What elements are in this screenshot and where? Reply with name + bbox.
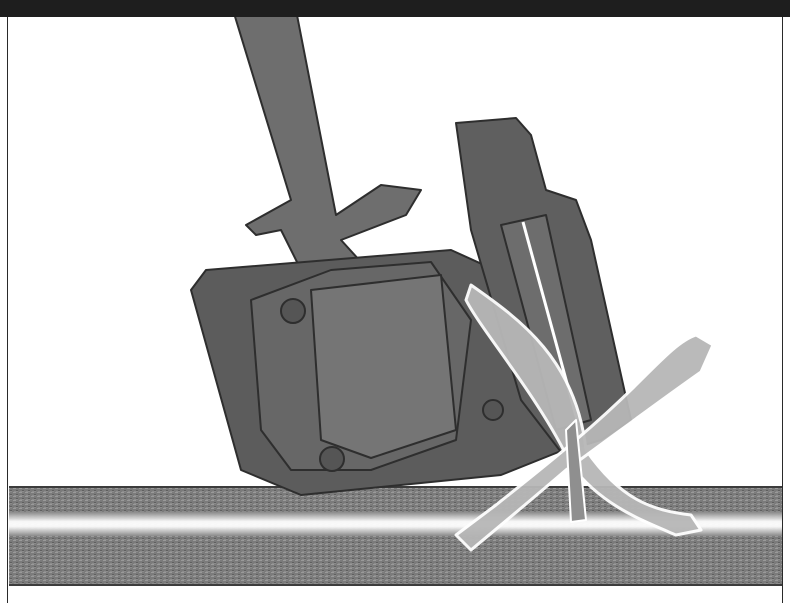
workpiece-board (9, 487, 783, 585)
tool-illustration (8, 17, 783, 603)
frame-top-bar (0, 0, 790, 17)
illustration-canvas (7, 17, 783, 603)
